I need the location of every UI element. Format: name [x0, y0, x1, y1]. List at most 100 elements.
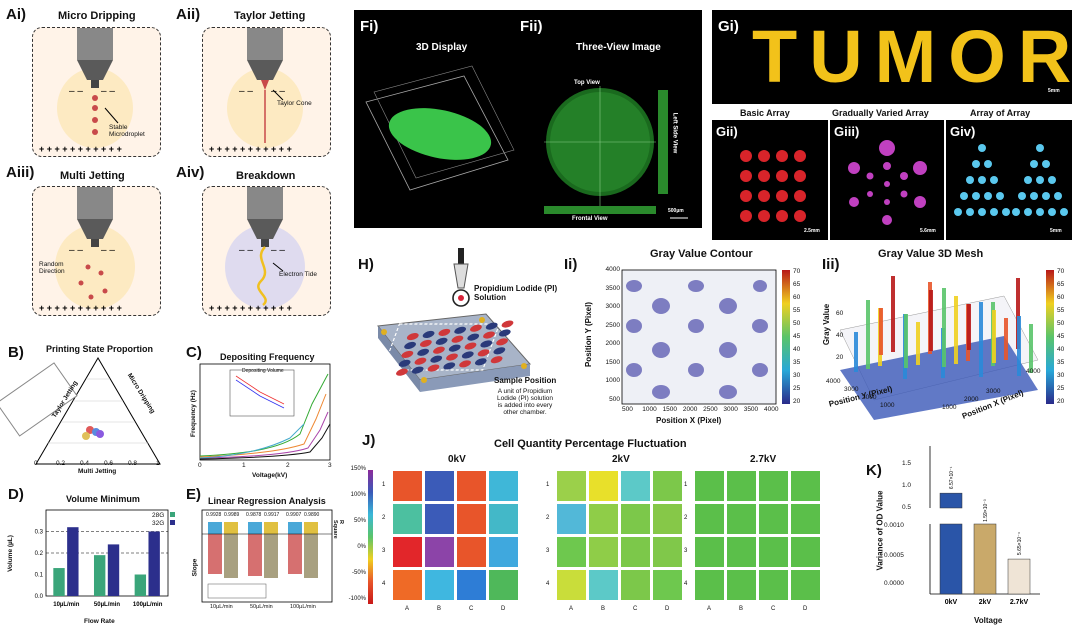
h-well	[489, 355, 504, 364]
k-bar-label-2: 5.65×10⁻⁴	[1017, 532, 1023, 555]
d-ytick-1: 0.1	[35, 573, 44, 579]
c-xtick-3: 3	[328, 462, 332, 469]
j-row-label: 4	[382, 581, 386, 587]
panel-h: H) Propidium Lodide (PI) Solution Sample…	[354, 240, 557, 426]
giv-scale: 5mm	[1050, 228, 1062, 234]
iii-cbar-tick: 60	[1057, 294, 1065, 301]
h-well	[413, 356, 428, 366]
h-well	[482, 330, 496, 340]
j-cbar-tick: 100%	[350, 492, 366, 498]
j-cell	[424, 536, 455, 568]
panel-ii: Ii) Gray Value Contour Position Y (Pixel…	[556, 240, 812, 426]
iii-ytick-2000: 2000	[862, 394, 877, 401]
h-sample-desc: A unit of Propidium Lodide (PI) solution…	[496, 388, 553, 416]
j-cell	[588, 470, 619, 502]
svg-text:– –: – –	[69, 245, 83, 256]
h-well	[400, 350, 415, 359]
giii-scale: 5.6mm	[920, 228, 936, 234]
panel-giii: Giii) 5.6mm	[830, 120, 944, 240]
panel-gi-label: Gi)	[718, 18, 739, 35]
iii-xtick-3000: 3000	[986, 388, 1001, 395]
ii-xtick: 500	[622, 406, 633, 413]
d-ytick-2: 0.2	[35, 551, 44, 557]
j-col-label: D	[501, 606, 506, 612]
j-col-label: B	[739, 606, 744, 612]
g-caption-gradual: Gradually Varied Array	[832, 108, 929, 118]
ii-ytick: 4000	[605, 266, 620, 273]
d-xtick-1: 50µL/min	[94, 602, 120, 608]
j-cell	[456, 569, 487, 601]
d-legend-swatch-28g	[170, 512, 175, 517]
h-well	[403, 341, 417, 350]
k-bar-bottom-1	[973, 523, 997, 595]
d-bar-32G-2	[148, 531, 160, 596]
j-subtitle: 2kV	[612, 454, 630, 465]
iii-mesh-spike	[866, 300, 870, 369]
iii-cbar-tick: 20	[1057, 398, 1065, 405]
panel-giv: Giv) 5mm	[946, 120, 1072, 240]
a2-diagram: – –– – + + + + + + + + + + + Taylor Cone	[202, 27, 331, 157]
f-3d-title: 3D Display	[416, 42, 468, 53]
k-bar-label-1: 1.59×10⁻³	[983, 499, 989, 522]
j-cell	[424, 569, 455, 601]
e-top-value-2: 0.9989	[224, 512, 240, 518]
h-well	[458, 359, 472, 369]
iii-cbar-tick: 65	[1057, 281, 1065, 288]
j-row-label: 3	[382, 548, 386, 554]
iii-mesh	[839, 270, 1054, 420]
j-cell	[694, 503, 725, 535]
ii-contour	[621, 269, 790, 405]
ii-xtick: 1500	[662, 406, 678, 413]
j-cbar-tick: 150%	[350, 466, 366, 472]
h-well	[450, 334, 465, 344]
panel-ii-label: Ii)	[564, 256, 578, 273]
h-well	[434, 337, 449, 346]
h-well	[474, 357, 488, 367]
panel-j-label: J)	[362, 432, 376, 449]
panel-fi-label: Fi)	[360, 18, 379, 35]
h-well	[469, 323, 483, 333]
j-cell	[790, 503, 821, 535]
e-top-value-4: 0.9917	[264, 512, 280, 518]
c-line-chart	[199, 363, 331, 461]
j-row-label: 1	[546, 482, 550, 488]
d-bar-28G-0	[53, 568, 65, 596]
iii-cbar-tick: 55	[1057, 307, 1065, 314]
gii-scale: 2.5mm	[804, 228, 820, 234]
a4-diagram: – –– – + + + + + + + + + + + Electron Ti…	[202, 186, 331, 316]
panel-b: B) Printing State Proportion Multi Jetti…	[0, 340, 180, 480]
svg-text:– –: – –	[239, 86, 253, 97]
ii-xtick: 4000	[764, 406, 779, 413]
ii-ytick: 2000	[605, 340, 620, 348]
panel-a4-label: Aiv)	[176, 164, 205, 181]
gi-word: TUMOR	[752, 15, 1072, 98]
h-well	[476, 348, 491, 358]
ternary-plot	[0, 357, 161, 465]
ii-cbar-tick: 20	[793, 398, 801, 405]
j-cell	[488, 536, 519, 568]
panel-b-label: B)	[8, 344, 24, 361]
panel-a3-label: Aiii)	[6, 164, 35, 181]
j-col-label: C	[771, 606, 776, 612]
d-bar-32G-0	[67, 527, 79, 596]
h-well	[395, 367, 409, 377]
ii-ytick: 3000	[605, 303, 620, 311]
panel-a2-title: Taylor Jetting	[234, 10, 306, 22]
e-top-value-5: 0.9907	[286, 512, 302, 518]
j-cell	[726, 536, 757, 568]
panel-giv-label: Giv)	[950, 124, 976, 139]
j-cell	[726, 470, 757, 502]
a4-annotation: Electron Tide	[279, 271, 317, 278]
ii-cbar-tick: 30	[793, 372, 801, 379]
panel-d-label: D)	[8, 486, 24, 503]
svg-text:– –: – –	[101, 245, 115, 256]
svg-text:– –: – –	[239, 245, 253, 256]
e-bar-chart	[201, 509, 333, 603]
panel-j: J) Cell Quantity Percentage Fluctuation …	[349, 430, 854, 626]
iii-ytick-4000: 4000	[826, 378, 841, 385]
iii-mesh-spike	[1004, 318, 1008, 360]
iii-mesh-spike	[979, 302, 983, 377]
iii-mesh-spike	[1029, 324, 1033, 373]
iii-cbar-tick: 40	[1057, 346, 1065, 353]
c-xtick-1: 1	[242, 462, 246, 469]
